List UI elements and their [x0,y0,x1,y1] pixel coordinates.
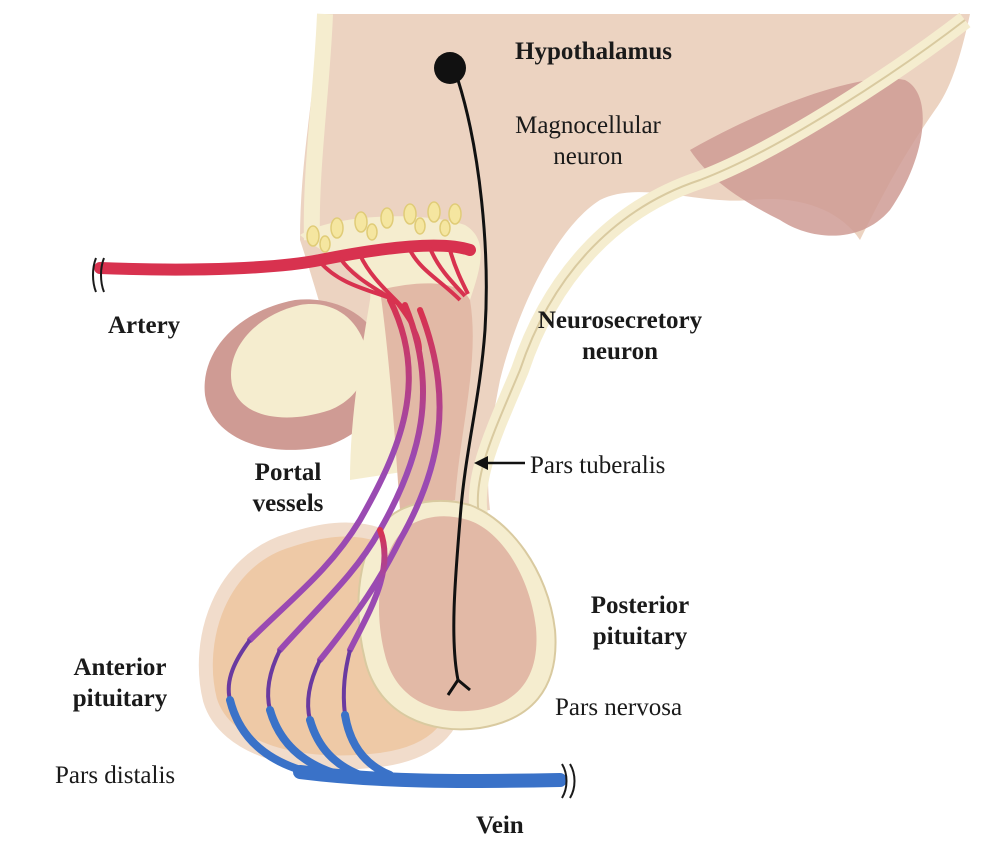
label-anterior-pituitary: Anterior pituitary [55,652,185,715]
label-neurosecretory-neuron: Neurosecretory neuron [505,305,735,368]
label-hypothalamus: Hypothalamus [515,38,672,65]
label-pars-nervosa: Pars nervosa [555,694,683,721]
label-portal-line1: Portal [254,459,322,486]
neuron-cell-body [434,52,466,84]
vein-cut-end-2 [569,763,576,799]
label-posterior-line1: Posterior [590,592,690,619]
label-pars-distalis: Pars distalis [55,762,176,789]
label-artery: Artery [108,312,181,339]
primary-capillary-plexus [318,247,470,351]
label-posterior-line2: pituitary [592,623,688,651]
portal-vessels [247,297,443,663]
label-anterior-line2: pituitary [72,685,168,713]
neuron-axon [452,79,488,681]
axon-terminals [306,201,462,253]
artery-cut-end-2 [100,257,105,293]
label-magnocellular-line2: neuron [553,143,623,171]
artery-cut-end [92,257,97,293]
label-neurosecretory-line2: neuron [582,338,658,366]
third-ventricle-region [690,78,923,236]
optic-chiasm-inner [230,304,367,418]
neuron-terminal-branch [446,678,471,696]
label-magnocellular-line1: Magnocellular [515,112,661,139]
vein-cut-end [561,763,568,799]
label-vein: Vein [476,812,524,839]
label-magnocellular-neuron: Magnocellular neuron [488,110,688,173]
label-neurosecretory-line1: Neurosecretory [537,307,703,334]
posterior-lobe [378,516,537,712]
label-posterior-pituitary: Posterior pituitary [570,590,710,653]
pars-tuberalis-arrowhead [474,456,488,470]
infundibulum-boundary-edge [476,19,966,521]
hypothalamus-boundary [303,13,333,241]
label-anterior-line1: Anterior [73,654,167,681]
label-portal-line2: vessels [252,490,324,518]
label-pars-tuberalis: Pars tuberalis [530,452,666,479]
label-portal-vessels: Portal vessels [228,457,348,520]
secondary-capillary-plexus [226,638,352,721]
artery [94,239,476,276]
vein [293,765,567,789]
